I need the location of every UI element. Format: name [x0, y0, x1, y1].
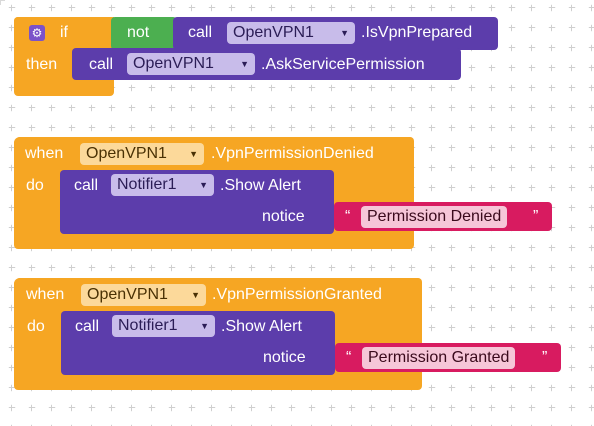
call-label: call	[89, 56, 114, 73]
call-label: call	[75, 318, 100, 335]
not-label: not	[127, 24, 150, 41]
method-label: .Show Alert	[220, 177, 301, 194]
component-dropdown[interactable]: OpenVPN1 ▼	[227, 22, 355, 44]
method-label: .IsVpnPrepared	[361, 24, 473, 41]
triangle-down-icon: ▼	[191, 290, 200, 300]
component-dropdown-value: OpenVPN1	[86, 145, 167, 162]
then-label: then	[26, 56, 58, 73]
component-dropdown-value: OpenVPN1	[87, 286, 168, 303]
when-label: when	[26, 286, 65, 303]
notifier-dropdown-value: Notifier1	[117, 176, 177, 193]
call-label: call	[74, 177, 99, 194]
param-label: notice	[262, 208, 305, 225]
string-field[interactable]: Permission Granted	[362, 347, 516, 369]
component-dropdown[interactable]: OpenVPN1 ▼	[80, 143, 204, 165]
param-label: notice	[263, 349, 306, 366]
triangle-down-icon: ▼	[340, 28, 349, 38]
notifier-dropdown[interactable]: Notifier1 ▼	[111, 174, 214, 196]
gear-icon[interactable]: ⚙	[29, 25, 45, 41]
quote-open-label: “	[345, 208, 351, 225]
quote-open-label: “	[346, 349, 352, 366]
triangle-down-icon: ▼	[189, 149, 198, 159]
quote-close-label: ”	[533, 208, 539, 225]
do-label: do	[26, 177, 44, 194]
if-label: if	[60, 24, 68, 41]
string-field[interactable]: Permission Denied	[361, 206, 508, 228]
component-dropdown[interactable]: OpenVPN1 ▼	[81, 284, 206, 306]
component-dropdown-value: OpenVPN1	[233, 24, 314, 41]
component-dropdown[interactable]: OpenVPN1 ▼	[127, 53, 255, 75]
event-name-label: .VpnPermissionGranted	[212, 286, 382, 303]
notifier-dropdown-value: Notifier1	[118, 317, 178, 334]
triangle-down-icon: ▼	[240, 59, 249, 69]
method-label: .AskServicePermission	[261, 56, 425, 73]
not-block[interactable]	[111, 17, 177, 50]
triangle-down-icon: ▼	[199, 180, 208, 190]
component-dropdown-value: OpenVPN1	[133, 55, 214, 72]
event-name-label: .VpnPermissionDenied	[211, 145, 374, 162]
do-label: do	[27, 318, 45, 335]
notifier-dropdown[interactable]: Notifier1 ▼	[112, 315, 215, 337]
quote-close-label: ”	[542, 349, 548, 366]
triangle-down-icon: ▼	[200, 321, 209, 331]
method-label: .Show Alert	[221, 318, 302, 335]
when-label: when	[25, 145, 64, 162]
call-label: call	[188, 24, 213, 41]
